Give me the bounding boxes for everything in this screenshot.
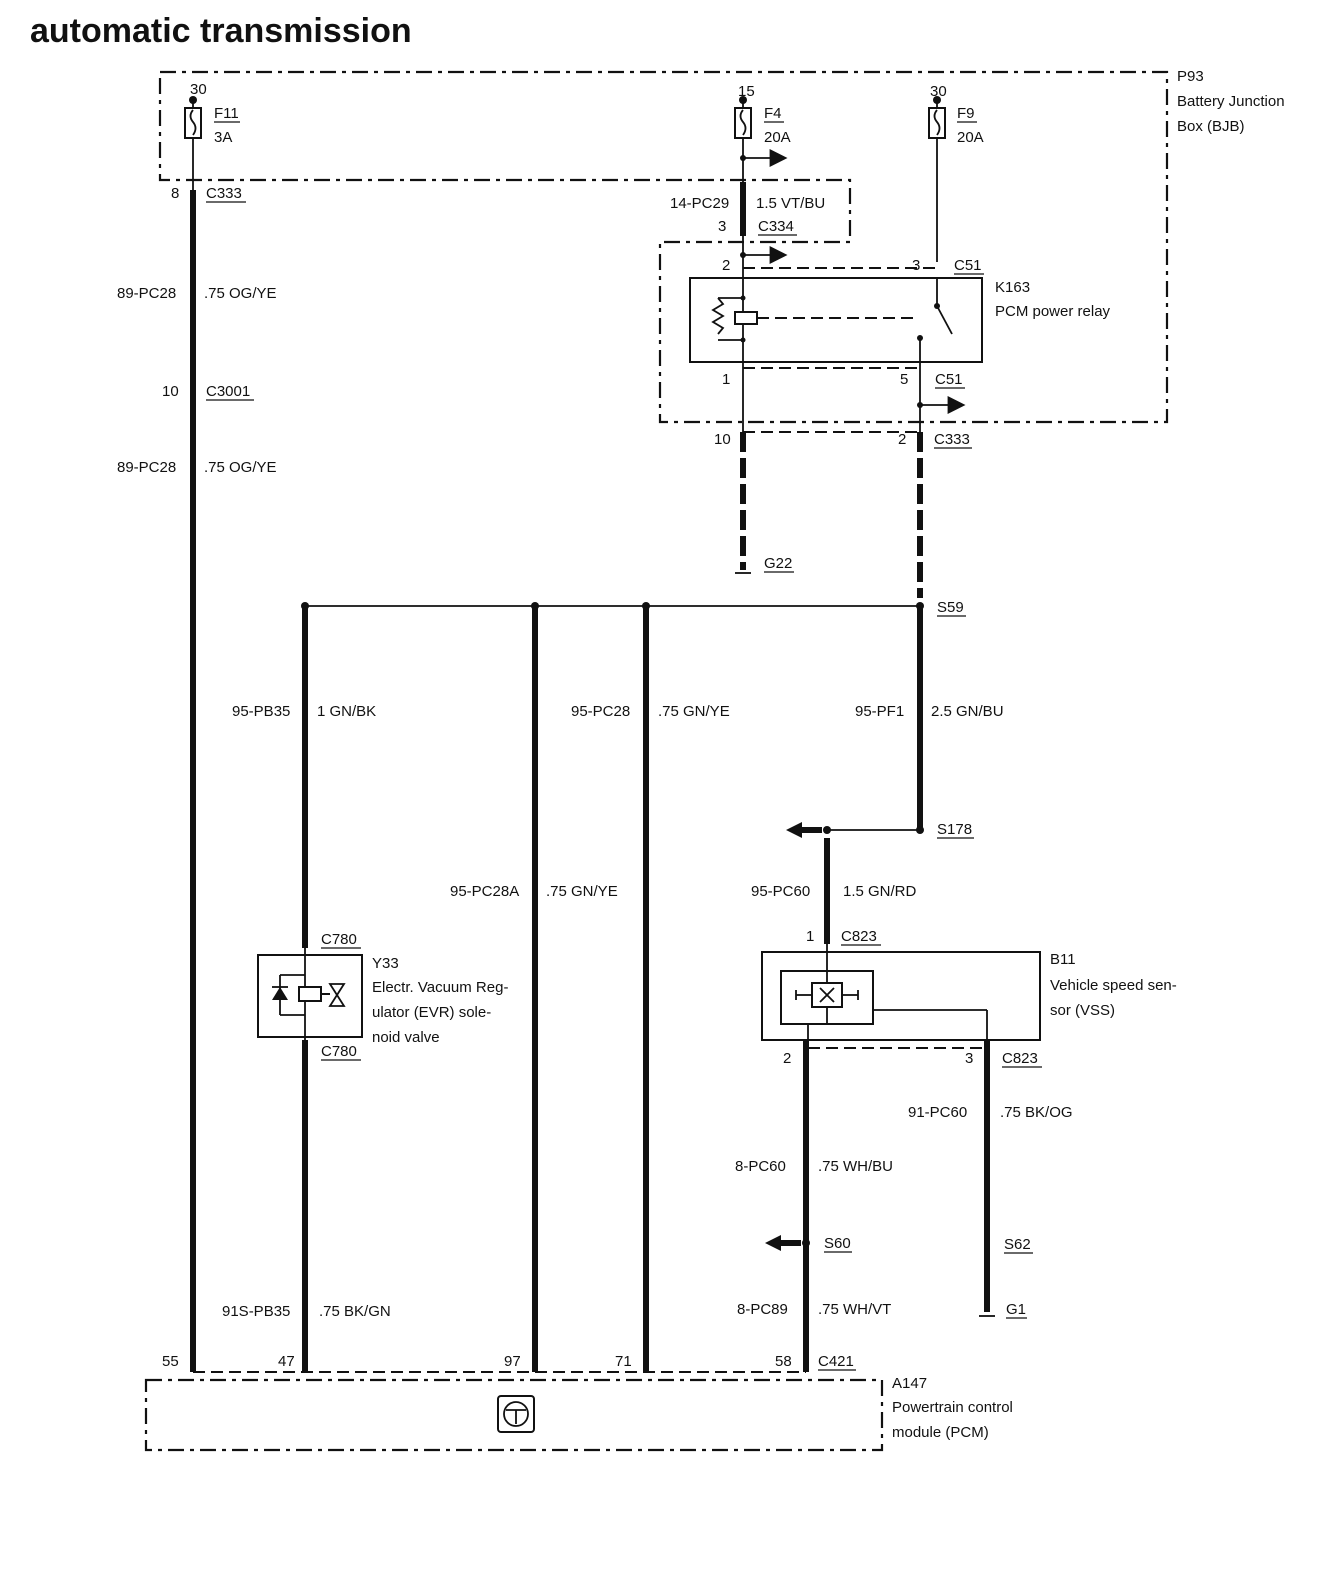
- wire-spec-8-pc60: .75 WH/BU: [818, 1158, 893, 1175]
- bjb-name-line2: Box (BJB): [1177, 118, 1245, 135]
- bjb-id: P93: [1177, 68, 1204, 85]
- pcm-a147-id: A147: [892, 1375, 927, 1392]
- pcm-a147-name-line1: Powertrain control: [892, 1399, 1013, 1416]
- bjb-name-line1: Battery Junction: [1177, 93, 1285, 110]
- relay-k163-id: K163: [995, 279, 1030, 296]
- solenoid-y33-name-line3: noid valve: [372, 1029, 440, 1046]
- fuse-f9-id: F9: [957, 105, 975, 122]
- wire-spec-14-pc29: 1.5 VT/BU: [756, 195, 825, 212]
- connector-c3001: C3001: [206, 383, 250, 400]
- sensor-b11-id: B11: [1050, 951, 1076, 968]
- wire-label-95-pf1: 95-PF1: [855, 703, 904, 720]
- wire-spec-95-pb35: 1 GN/BK: [317, 703, 376, 720]
- solenoid-y33-name-line1: Electr. Vacuum Reg-: [372, 979, 508, 996]
- page-title: automatic transmission: [30, 12, 412, 50]
- connector-c334: C334: [758, 218, 794, 235]
- pin-8: 8: [171, 185, 179, 202]
- pin-10-c333: 10: [714, 431, 731, 448]
- wire-spec-89-pc28-b: .75 OG/YE: [204, 459, 277, 476]
- pin-1-c823: 1: [806, 928, 814, 945]
- pin-3-c823: 3: [965, 1050, 973, 1067]
- wire-label-8-pc60: 8-PC60: [735, 1158, 786, 1175]
- wire-label-91-pc60: 91-PC60: [908, 1104, 967, 1121]
- connector-c780-bottom: C780: [321, 1043, 357, 1060]
- pin-5-c51: 5: [900, 371, 908, 388]
- fuse-f11-terminal: 30: [190, 81, 207, 98]
- solenoid-y33: Y33 Electr. Vacuum Reg- ulator (EVR) sol…: [257, 948, 508, 1046]
- wire-spec-8-pc89: .75 WH/VT: [818, 1301, 891, 1318]
- wire-spec-91-pc60: .75 BK/OG: [1000, 1104, 1073, 1121]
- fuse-f4-terminal: 15: [738, 83, 755, 100]
- pcm-a147-name-line2: module (PCM): [892, 1424, 989, 1441]
- splice-s178: S178: [937, 821, 972, 838]
- wire-spec-91s-pb35: .75 BK/GN: [319, 1303, 391, 1320]
- pin-47: 47: [278, 1353, 295, 1370]
- wire-spec-95-pc60: 1.5 GN/RD: [843, 883, 917, 900]
- connector-c333-right: C333: [934, 431, 970, 448]
- wire-label-89-pc28-b: 89-PC28: [117, 459, 176, 476]
- sensor-b11-name-line2: sor (VSS): [1050, 1002, 1115, 1019]
- relay-k163-name: PCM power relay: [995, 303, 1111, 320]
- wire-spec-95-pf1: 2.5 GN/BU: [931, 703, 1004, 720]
- splice-s59: S59: [937, 599, 964, 616]
- fuse-f11: 30 F11 3A: [184, 81, 240, 190]
- fuse-f4-rating: 20A: [764, 129, 791, 146]
- solenoid-y33-id: Y33: [372, 955, 399, 972]
- connector-c51-bottom: C51: [935, 371, 963, 388]
- wire-label-95-pc28a: 95-PC28A: [450, 883, 519, 900]
- fuse-f9-rating: 20A: [957, 129, 984, 146]
- wire-spec-89-pc28-a: .75 OG/YE: [204, 285, 277, 302]
- fuse-f11-id: F11: [214, 105, 239, 122]
- pin-2-c51: 2: [722, 257, 730, 274]
- wire-label-95-pc60: 95-PC60: [751, 883, 810, 900]
- pcm-a147: A147 Powertrain control module (PCM): [144, 1375, 1013, 1452]
- wire-spec-95-pc28a: .75 GN/YE: [546, 883, 618, 900]
- fuse-f4-id: F4: [764, 105, 782, 122]
- wire-label-89-pc28-a: 89-PC28: [117, 285, 176, 302]
- pin-3-c334: 3: [718, 218, 726, 235]
- wire-label-8-pc89: 8-PC89: [737, 1301, 788, 1318]
- solenoid-y33-name-line2: ulator (EVR) sole-: [372, 1004, 491, 1021]
- wire-label-14-pc29: 14-PC29: [670, 195, 729, 212]
- connector-c333-left: C333: [206, 185, 242, 202]
- pin-71: 71: [615, 1353, 632, 1370]
- ground-g22: G22: [764, 555, 792, 572]
- pin-10-left: 10: [162, 383, 179, 400]
- pin-1-c51: 1: [722, 371, 730, 388]
- sensor-b11: B11 Vehicle speed sen- sor (VSS): [761, 944, 1177, 1041]
- bjb-outline: [158, 70, 1169, 424]
- pin-2-c333: 2: [898, 431, 906, 448]
- pin-97: 97: [504, 1353, 521, 1370]
- pin-58: 58: [775, 1353, 792, 1370]
- fuse-f4: 15 F4 20A: [734, 83, 791, 182]
- wire-label-95-pc28: 95-PC28: [571, 703, 630, 720]
- connector-c421: C421: [818, 1353, 854, 1370]
- splice-s60: S60: [824, 1235, 851, 1252]
- pin-2-c823: 2: [783, 1050, 791, 1067]
- connector-c780-top: C780: [321, 931, 357, 948]
- wire-spec-95-pc28: .75 GN/YE: [658, 703, 730, 720]
- connector-c51-top: C51: [954, 257, 982, 274]
- ground-g1: G1: [1006, 1301, 1026, 1318]
- fuse-f9: 30 F9 20A: [928, 83, 984, 262]
- connector-c823-bottom: C823: [1002, 1050, 1038, 1067]
- relay-k163: 2 3 C51 K163 PCM power relay 1 5 C51: [689, 257, 1111, 389]
- connector-c823-top: C823: [841, 928, 877, 945]
- wire-label-91s-pb35: 91S-PB35: [222, 1303, 290, 1320]
- pin-55: 55: [162, 1353, 179, 1370]
- fuse-f11-rating: 3A: [214, 129, 232, 146]
- pin-3-c51: 3: [912, 257, 920, 274]
- splice-s62: S62: [1004, 1236, 1031, 1253]
- sensor-b11-name-line1: Vehicle speed sen-: [1050, 977, 1177, 994]
- fuse-f9-terminal: 30: [930, 83, 947, 100]
- wire-label-95-pb35: 95-PB35: [232, 703, 290, 720]
